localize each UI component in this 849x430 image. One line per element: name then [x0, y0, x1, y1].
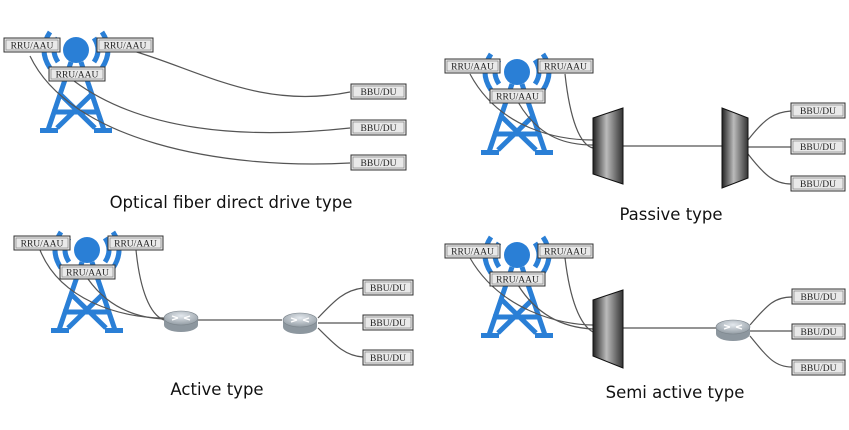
rru-box: RRU/AAU — [59, 264, 116, 280]
router-icon — [715, 319, 751, 341]
rru-label: RRU/AAU — [104, 42, 147, 52]
rru-label: RRU/AAU — [66, 269, 109, 279]
bbu-box: BBU/DU — [350, 154, 407, 171]
fiber-line — [747, 110, 792, 141]
fiber-line — [469, 73, 594, 141]
rru-box: RRU/AAU — [444, 58, 501, 74]
rru-box: RRU/AAU — [3, 37, 61, 53]
fiber-line — [135, 249, 165, 321]
panel-active: RRU/AAU RRU/AAU RRU/AAU BBU/DU BBU/DU BB… — [13, 230, 414, 399]
bbu-box: BBU/DU — [791, 288, 846, 305]
fiber-line — [749, 296, 793, 326]
bbu-box: BBU/DU — [790, 102, 846, 119]
caption-semi-active: Semi active type — [606, 383, 745, 402]
bbu-box: BBU/DU — [790, 138, 846, 155]
fiber-line — [747, 153, 792, 185]
rru-box: RRU/AAU — [537, 243, 594, 259]
bbu-box: BBU/DU — [362, 279, 414, 296]
bbu-label: BBU/DU — [800, 143, 836, 153]
bbu-box: BBU/DU — [790, 175, 846, 192]
bbu-box: BBU/DU — [350, 83, 407, 100]
caption-direct: Optical fiber direct drive type — [110, 193, 353, 212]
fiber-line — [749, 335, 793, 368]
rru-label: RRU/AAU — [544, 63, 587, 73]
router-icon — [163, 310, 199, 332]
bbu-box: BBU/DU — [362, 349, 414, 366]
bbu-box: BBU/DU — [362, 314, 414, 331]
fiber-line — [129, 49, 351, 98]
bbu-label: BBU/DU — [370, 284, 406, 294]
rru-box: RRU/AAU — [489, 88, 546, 104]
caption-active: Active type — [170, 380, 263, 399]
fiber-line — [469, 257, 594, 326]
passive-mux-left — [592, 107, 624, 185]
rru-label: RRU/AAU — [114, 240, 157, 250]
fiber-line — [564, 73, 594, 149]
fiber-line — [29, 55, 351, 165]
fiber-line — [517, 284, 594, 330]
fiber-line — [87, 278, 165, 320]
panel-direct: RRU/AAU RRU/AAU RRU/AAU BBU/DU BBU/DU BB… — [3, 30, 407, 212]
rru-label: RRU/AAU — [21, 240, 64, 250]
bbu-label: BBU/DU — [801, 364, 837, 374]
bbu-box: BBU/DU — [791, 359, 846, 376]
bbu-label: BBU/DU — [361, 88, 397, 98]
rru-box: RRU/AAU — [13, 235, 71, 251]
rru-label: RRU/AAU — [496, 93, 539, 103]
rru-label: RRU/AAU — [544, 248, 587, 258]
bbu-label: BBU/DU — [800, 180, 836, 190]
rru-box: RRU/AAU — [444, 243, 501, 259]
panel-semi-active: RRU/AAU RRU/AAU RRU/AAU BBU/DU BBU/DU BB… — [444, 235, 846, 402]
rru-box: RRU/AAU — [537, 58, 594, 74]
bbu-label: BBU/DU — [801, 328, 837, 338]
bbu-label: BBU/DU — [801, 293, 837, 303]
bbu-label: BBU/DU — [361, 159, 397, 169]
router-icon — [282, 312, 318, 334]
rru-label: RRU/AAU — [11, 42, 54, 52]
bbu-label: BBU/DU — [370, 354, 406, 364]
rru-label: RRU/AAU — [496, 276, 539, 286]
bbu-label: BBU/DU — [800, 107, 836, 117]
fiber-line — [317, 287, 364, 319]
rru-label: RRU/AAU — [451, 248, 494, 258]
rru-box: RRU/AAU — [489, 271, 546, 287]
rru-box: RRU/AAU — [107, 235, 164, 251]
fiber-line — [317, 327, 364, 358]
caption-passive: Passive type — [619, 205, 722, 224]
bbu-box: BBU/DU — [350, 119, 407, 136]
bbu-label: BBU/DU — [370, 319, 406, 329]
rru-label: RRU/AAU — [451, 63, 494, 73]
panel-passive: RRU/AAU RRU/AAU RRU/AAU BBU/DU BBU/DU BB… — [444, 52, 846, 224]
bbu-label: BBU/DU — [361, 124, 397, 134]
rru-label: RRU/AAU — [56, 71, 99, 81]
rru-box: RRU/AAU — [96, 37, 154, 53]
passive-mux-right — [721, 107, 749, 189]
fiber-line — [73, 80, 351, 134]
passive-mux — [592, 289, 624, 369]
bbu-box: BBU/DU — [791, 323, 846, 340]
rru-box: RRU/AAU — [48, 66, 106, 82]
fiber-line — [564, 257, 594, 333]
